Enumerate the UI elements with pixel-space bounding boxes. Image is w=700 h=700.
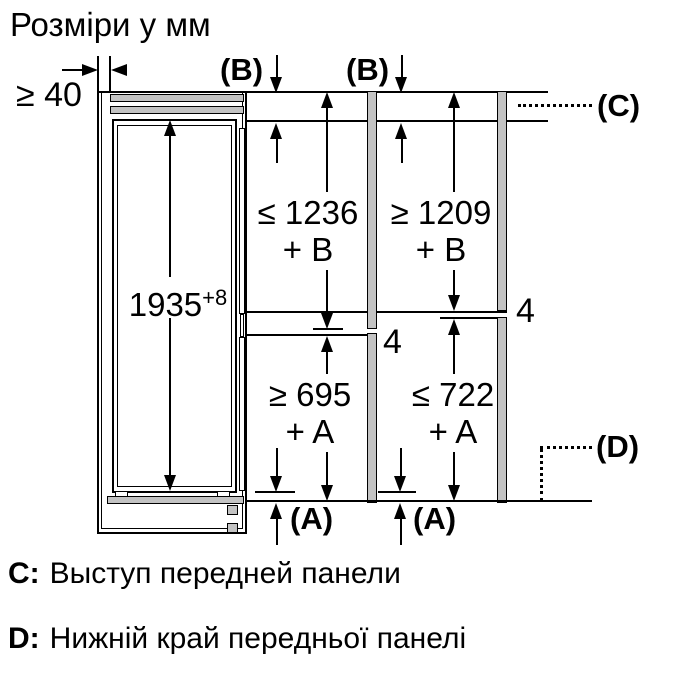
appliance-height-value: 1935: [128, 286, 203, 323]
upper-right-panel-dimension: ≥ 1209 + B: [385, 194, 497, 268]
arrowhead-down-icon: [394, 476, 406, 492]
upper-left-panel-dimension: ≤ 1236 + B: [252, 194, 364, 268]
d-leader-dotted-line-vertical: [540, 448, 543, 502]
upper-right-dim-suffix: + B: [415, 231, 467, 268]
hinge-block-upper: [227, 505, 238, 515]
dimension-line: [400, 517, 402, 545]
arrowhead-down-icon: [321, 485, 333, 501]
legend-line-c: C: Выступ передней панели: [8, 556, 401, 592]
dimension-line: [62, 69, 84, 71]
dimension-line: [400, 448, 402, 478]
dimension-line: [326, 452, 328, 486]
dimension-line: [453, 333, 455, 374]
floor-reference-line: [247, 500, 592, 502]
arrowhead-up-icon: [321, 336, 333, 352]
arrowhead-down-icon: [395, 77, 407, 93]
door-split-upper-line: [247, 311, 507, 313]
appliance-base-plinth: [107, 496, 244, 504]
hinge-block-lower: [227, 523, 238, 533]
arrowhead-right-icon: [82, 64, 98, 76]
dimension-line: [276, 517, 278, 545]
panel-bottom-edge-marker-left: [255, 491, 295, 493]
lower-left-dim-value: ≥ 695: [268, 376, 352, 413]
top-vent-panel-1: [110, 94, 244, 102]
c-leader-dotted-line: [518, 104, 592, 107]
legend-c-key: C:: [8, 557, 40, 590]
a-gap-label-1: (A): [290, 501, 334, 536]
extension-line: [97, 56, 99, 92]
dimension-line: [326, 350, 328, 374]
dimension-line: [453, 452, 455, 486]
appliance-height-tolerance: +8: [202, 285, 228, 310]
arrowhead-left-icon: [111, 64, 127, 76]
lower-right-dim-value: ≤ 722: [411, 376, 495, 413]
door-hinge-connector: [240, 314, 244, 337]
appliance-top-reference-line: [247, 120, 548, 122]
dimension-line: [453, 106, 455, 192]
panel-gap-left-label: 4: [383, 323, 402, 361]
dimension-line: [453, 270, 455, 296]
arrowhead-up-icon: [395, 123, 407, 139]
legend-d-key: D:: [8, 622, 40, 655]
arrowhead-up-icon: [448, 92, 460, 108]
d-label: (D): [596, 429, 640, 464]
appliance-body: [112, 119, 237, 493]
a-gap-label-2: (A): [413, 501, 457, 536]
dimension-line: [276, 448, 278, 478]
panel-top-marker-right: [440, 317, 507, 319]
page-title: Розміри у мм: [10, 6, 211, 43]
upper-left-dim-value: ≤ 1236: [257, 194, 359, 231]
b-gap-label-1: (B): [220, 52, 264, 87]
door-split-lower-line: [247, 334, 367, 336]
arrowhead-up-icon: [394, 503, 406, 519]
arrowhead-up-icon: [270, 123, 282, 139]
dimension-line: [169, 318, 171, 476]
arrowhead-up-icon: [321, 92, 333, 108]
legend-line-d: D: Нижній край передньої панелі: [8, 621, 466, 657]
arrowhead-up-icon: [164, 120, 176, 136]
dimension-line: [401, 55, 403, 79]
c-label: (C): [597, 88, 641, 123]
panel-gap-right-label: 4: [516, 292, 535, 330]
arrowhead-down-icon: [321, 313, 333, 329]
lower-right-dim-suffix: + A: [428, 413, 478, 450]
legend-c-text: Выступ передней панели: [49, 557, 401, 590]
panel-bottom-marker-left: [313, 328, 343, 330]
arrowhead-down-icon: [270, 476, 282, 492]
dimension-line: [169, 135, 171, 277]
b-gap-label-2: (B): [346, 52, 390, 87]
appliance-lower-door: [239, 337, 245, 491]
arrowhead-down-icon: [448, 295, 460, 311]
lower-left-dim-suffix: + A: [285, 413, 335, 450]
appliance-upper-door: [239, 128, 245, 314]
lower-left-panel-dimension: ≥ 695 + A: [254, 376, 366, 450]
dimension-line: [401, 137, 403, 163]
dimension-line: [276, 55, 278, 79]
front-panel-upper-left-option: [367, 91, 377, 329]
upper-left-dim-suffix: + B: [282, 231, 334, 268]
arrowhead-down-icon: [164, 475, 176, 491]
front-panel-lower-right-option: [497, 317, 507, 503]
arrowhead-down-icon: [270, 77, 282, 93]
front-panel-lower-left-option: [367, 333, 377, 503]
appliance-height-dimension: 1935+8: [122, 279, 234, 323]
top-vent-panel-2: [110, 106, 244, 114]
d-leader-dotted-line: [540, 446, 592, 449]
lower-right-panel-dimension: ≤ 722 + A: [397, 376, 509, 450]
arrowhead-up-icon: [270, 503, 282, 519]
extension-line: [109, 56, 111, 94]
dimension-line: [326, 106, 328, 192]
dimension-line: [326, 270, 328, 314]
front-panel-upper-right-option: [497, 91, 507, 311]
upper-right-dim-value: ≥ 1209: [390, 194, 492, 231]
top-gap-dimension-label: ≥ 40: [16, 76, 82, 114]
legend-d-text: Нижній край передньої панелі: [49, 622, 467, 655]
arrowhead-up-icon: [448, 319, 460, 335]
arrowhead-down-icon: [448, 485, 460, 501]
panel-bottom-edge-marker-right: [378, 491, 416, 493]
dimension-line: [276, 137, 278, 163]
